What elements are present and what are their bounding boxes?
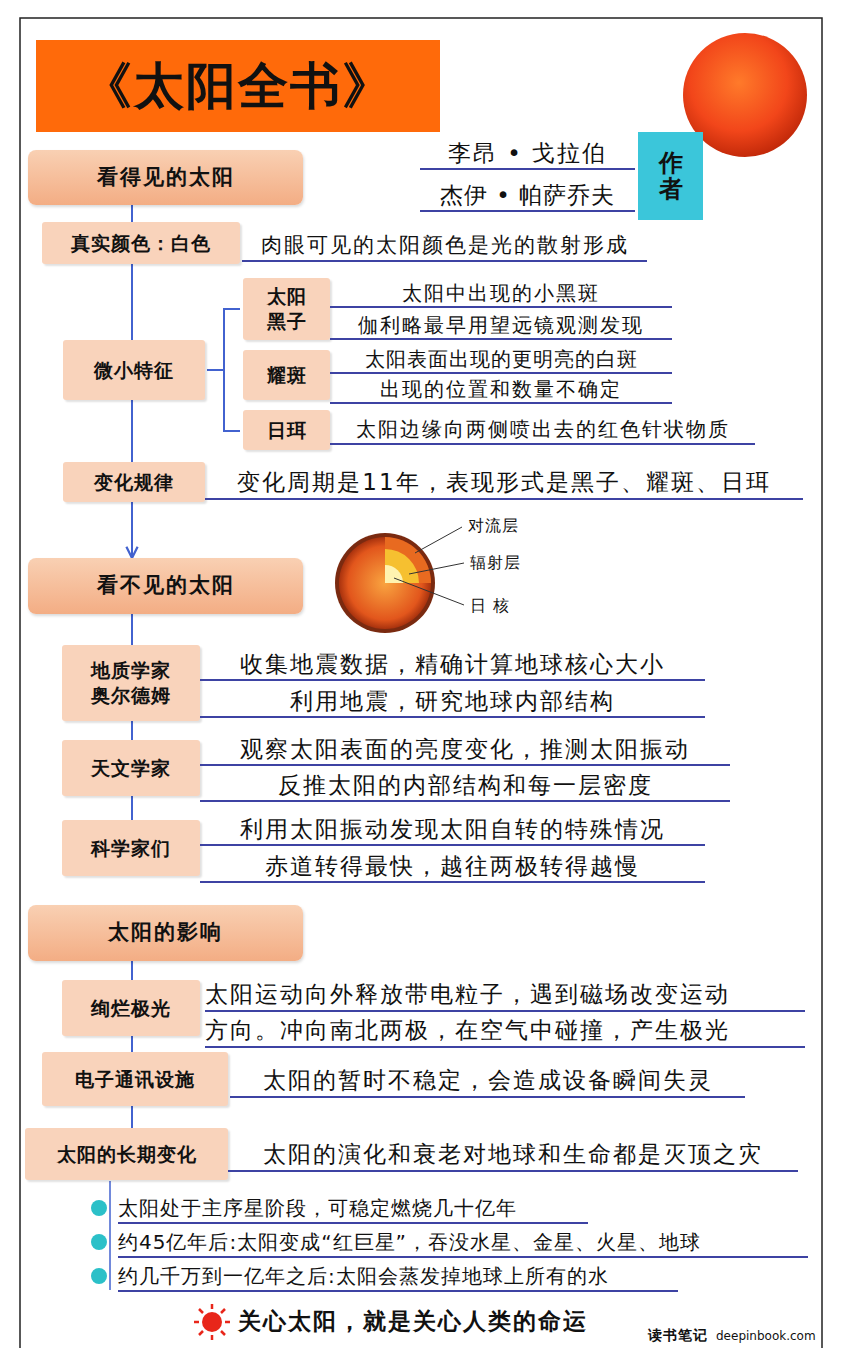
node-text: 太阳的长期变化 xyxy=(57,1142,197,1167)
connector-line xyxy=(131,796,133,820)
topic-box: 真实颜色：白色 xyxy=(42,222,240,264)
feature-box: 太阳 黑子 xyxy=(243,278,330,340)
note-text: 太阳的演化和衰老对地球和生命都是灭顶之灾 xyxy=(228,1136,798,1172)
note-text: 伽利略最早用望远镜观测发现 xyxy=(330,310,672,340)
leader-line xyxy=(394,578,464,605)
node-text: 变化规律 xyxy=(94,470,174,495)
convection-layer xyxy=(385,537,431,583)
note-text: 肉眼可见的太阳颜色是光的散射形成 xyxy=(242,228,647,262)
node-text: 天文学家 xyxy=(91,756,171,781)
bullet-dot xyxy=(91,1234,107,1250)
sun-cross-section xyxy=(339,537,431,629)
note-text: 利用地震，研究地球内部结构 xyxy=(200,684,705,718)
note-text: 太阳表面出现的更明亮的白斑 xyxy=(330,344,672,374)
node-text: 太阳的影响 xyxy=(108,919,223,946)
page-border xyxy=(20,18,822,1348)
title-banner: 《太阳全书》 xyxy=(36,40,440,132)
node-text: 真实颜色：白色 xyxy=(71,231,211,256)
topic-box: 地质学家 奥尔德姆 xyxy=(62,645,200,721)
title-text: 《太阳全书》 xyxy=(82,53,394,120)
topic-box: 天文学家 xyxy=(62,740,200,796)
node-text: 日珥 xyxy=(267,418,307,443)
connector-line xyxy=(131,1036,133,1052)
part-label: 日 核 xyxy=(470,596,510,616)
note-text: 太阳边缘向两侧喷出去的红色针状物质 xyxy=(330,413,755,445)
part-label: 对流层 xyxy=(468,516,519,536)
radiative-layer xyxy=(385,549,419,583)
author-name: 杰伊 • 帕萨乔夫 xyxy=(420,178,635,212)
note-text: 反推太阳的内部结构和每一层密度 xyxy=(200,768,730,802)
connector-line xyxy=(131,1106,133,1128)
connector-line xyxy=(131,400,133,462)
section-band: 看不见的太阳 xyxy=(28,558,303,614)
node-text: 看得见的太阳 xyxy=(97,164,235,191)
node-text: 看不见的太阳 xyxy=(97,572,235,599)
note-text: 变化周期是11年，表现形式是黑子、耀斑、日珥 xyxy=(205,464,803,500)
node-text: 电子通讯设施 xyxy=(75,1067,195,1092)
bullet-dot xyxy=(91,1200,107,1216)
note-text: 利用太阳振动发现太阳自转的特殊情况 xyxy=(200,812,705,846)
note-text: 太阳中出现的小黑斑 xyxy=(330,278,672,308)
topic-box: 电子通讯设施 xyxy=(42,1052,228,1106)
connector-line xyxy=(131,614,133,645)
node-text: 作者 xyxy=(659,150,683,203)
node-text: 地质学家 奥尔德姆 xyxy=(84,658,179,707)
leader-line xyxy=(415,527,462,553)
node-text: 科学家们 xyxy=(91,836,171,861)
node-text: 太阳 黑子 xyxy=(258,284,315,333)
feature-box: 日珥 xyxy=(243,410,330,450)
topic-box: 科学家们 xyxy=(62,820,200,876)
bracket xyxy=(207,309,240,431)
sun-halo xyxy=(335,533,435,633)
connector-line xyxy=(131,961,133,980)
note-text: 太阳运动向外释放带电粒子，遇到磁场改变运动 方向。冲向南北两极，在空气中碰撞，产… xyxy=(205,976,805,1048)
node-text: 绚烂极光 xyxy=(91,996,171,1021)
bullet-text: 约几千万到一亿年之后:太阳会蒸发掉地球上所有的水 xyxy=(118,1260,678,1292)
topic-box: 太阳的长期变化 xyxy=(25,1128,228,1180)
author-name: 李昂 • 戈拉伯 xyxy=(420,136,635,170)
watermark: 读书笔记 xyxy=(648,1326,708,1344)
node-text: 微小特征 xyxy=(94,358,174,383)
connector-line xyxy=(131,502,133,558)
note-text: 收集地震数据，精确计算地球核心大小 xyxy=(200,647,705,681)
topic-box: 绚烂极光 xyxy=(62,980,200,1036)
watermark: deepinbook.com xyxy=(716,1328,816,1344)
connector-line xyxy=(131,264,133,340)
feature-box: 耀斑 xyxy=(243,350,330,400)
section-band: 太阳的影响 xyxy=(28,905,303,961)
section-band: 看得见的太阳 xyxy=(28,150,303,205)
part-label: 辐射层 xyxy=(470,553,521,573)
note-text: 赤道转得最快，越往两极转得越慢 xyxy=(200,849,705,883)
note-text: 出现的位置和数量不确定 xyxy=(330,374,672,404)
leader-line xyxy=(409,563,464,574)
topic-box: 变化规律 xyxy=(63,462,205,502)
caption-text: 关心太阳，就是关心人类的命运 xyxy=(238,1304,588,1338)
sun-icon-disc xyxy=(202,1312,222,1332)
connector-line xyxy=(131,205,133,222)
sun-icon xyxy=(194,1304,230,1340)
note-text: 太阳的暂时不稳定，会造成设备瞬间失灵 xyxy=(230,1062,745,1098)
note-text: 观察太阳表面的亮度变化，推测太阳振动 xyxy=(200,732,730,766)
connector-line xyxy=(131,721,133,740)
bullet-text: 约45亿年后:太阳变成“红巨星”，吞没水星、金星、火星、地球 xyxy=(118,1226,808,1258)
node-text: 耀斑 xyxy=(267,363,307,388)
bullet-text: 太阳处于主序星阶段，可稳定燃烧几十亿年 xyxy=(118,1192,588,1224)
topic-box: 微小特征 xyxy=(63,340,205,400)
author-tag: 作者 xyxy=(638,132,703,220)
bullet-line xyxy=(109,1181,111,1290)
bullet-dot xyxy=(91,1268,107,1284)
